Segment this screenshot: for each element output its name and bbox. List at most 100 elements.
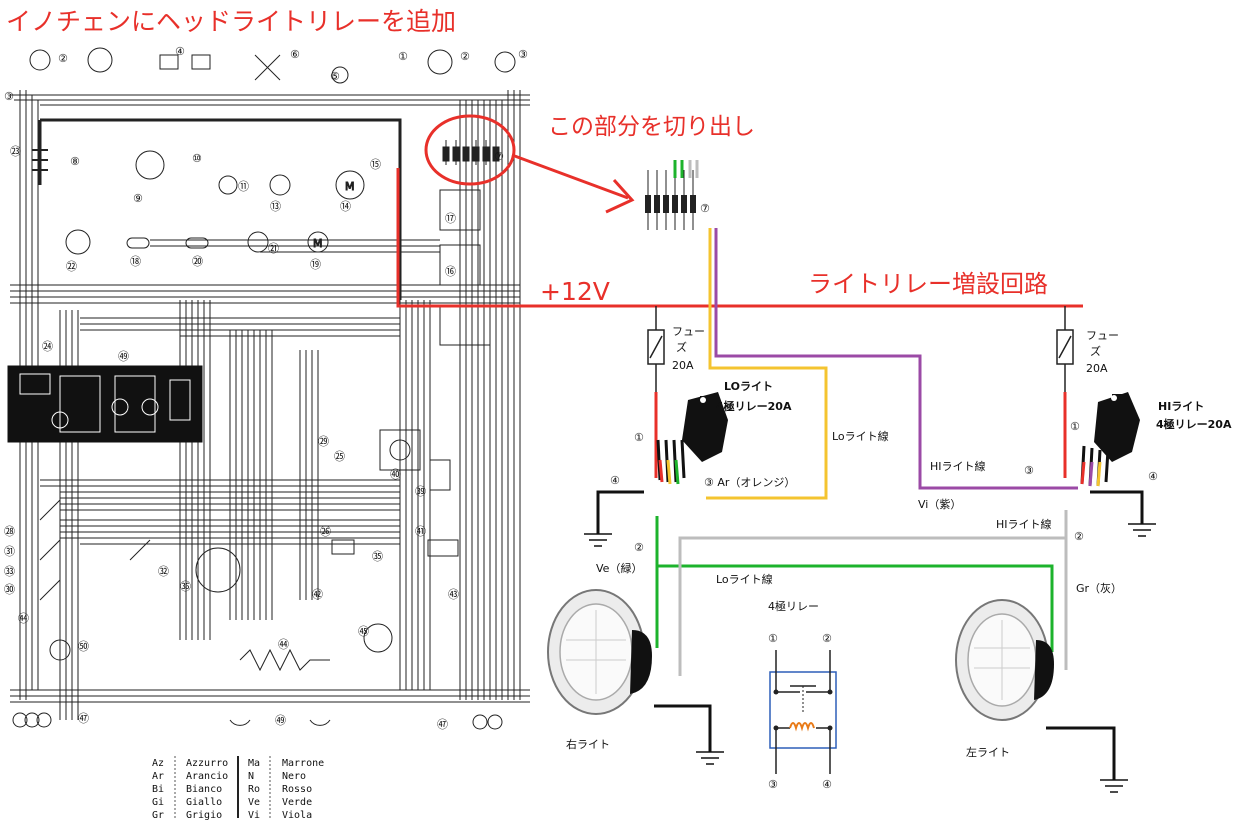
- ground-symbol: [584, 533, 612, 547]
- fusebox-7: [442, 140, 500, 165]
- component-number: ⑱: [130, 255, 141, 268]
- lo-fuse: フュー ズ 20A: [647, 306, 705, 392]
- vi-wire-label: Vi（紫）: [918, 498, 961, 511]
- legend-name: Arancio: [186, 771, 228, 782]
- component-number: ③: [518, 48, 528, 61]
- component-number: ㉟: [372, 550, 383, 563]
- ground-symbol: [1128, 523, 1156, 537]
- component-number: ㉖: [320, 525, 331, 538]
- legend-name: Giallo: [186, 797, 222, 808]
- component-number-labels: ② ③ ④ ⑥ ⑤ ① ② ③ ㉓ ⑧ ⑨ ⑩ ⑪ ⑬ ⑭ ⑮ ⑦ ⑰ ⑯ ㉒ …: [4, 45, 528, 731]
- legend-name: Bianco: [186, 784, 222, 795]
- legend-name: Rosso: [282, 784, 312, 795]
- component-number: ㊼: [437, 718, 448, 731]
- lo-relay-title: LOライト: [724, 380, 773, 393]
- legend-name: Verde: [282, 797, 312, 808]
- component-number: ⑳: [192, 255, 203, 268]
- relay-symbol-pin4: ④: [822, 778, 832, 791]
- right-light-ground-wire: [654, 704, 712, 752]
- component-number: ⑥: [290, 48, 300, 61]
- page-title: イノチェンにヘッドライトリレーを追加: [6, 7, 456, 36]
- component-number: ㉒: [66, 260, 77, 273]
- component-number: ㉝: [4, 565, 15, 578]
- legend-code: Gi: [152, 797, 164, 808]
- component-number: ㉕: [334, 450, 345, 463]
- component-number: ③: [4, 90, 14, 103]
- callout-arrow: [511, 153, 629, 200]
- instrument-panel: [7, 365, 203, 443]
- cutout-highlight-ellipse: [424, 114, 516, 186]
- component-number: ㊺: [358, 625, 369, 638]
- left-light-ground-wire: [1046, 726, 1116, 780]
- component-number: ①: [398, 50, 408, 63]
- hi-relay-title: HIライト: [1158, 400, 1204, 413]
- component-number: ⑰: [445, 212, 456, 225]
- hi-wire-label-2: HIライト線: [996, 517, 1052, 531]
- legend-name: Marrone: [282, 758, 324, 769]
- hi-relay-pin2-label: ②: [1074, 530, 1084, 543]
- lo-relay-sub: 4極リレー20A: [716, 399, 792, 413]
- hi-relay-pin1-label: ①: [1070, 420, 1080, 433]
- legend-code: Ar: [152, 771, 164, 782]
- callout-arrowhead: [605, 178, 635, 214]
- legend-code: Az: [152, 758, 164, 769]
- component-number: ㊾: [275, 714, 286, 727]
- left-headlight: 左ライト: [955, 599, 1128, 793]
- svg-text:M: M: [313, 237, 323, 250]
- ve-green-wire-right: [657, 564, 1054, 652]
- component-number: ㉛: [4, 545, 15, 558]
- hi-light-wire: [714, 228, 1078, 490]
- component-number: ⑩: [192, 152, 202, 165]
- fuse-rating: 20A: [1086, 362, 1108, 375]
- component-number: ⑪: [238, 180, 249, 193]
- harness-vertical: [19, 90, 521, 720]
- hi-relay-pin3-label: ③: [1024, 464, 1034, 477]
- fuse-rating: 20A: [672, 359, 694, 372]
- lo-relay: LOライト 4極リレー20A: [656, 380, 792, 485]
- lo-wire-label: Loライト線: [832, 429, 889, 443]
- cutout-fusebox: ⑦: [645, 160, 710, 230]
- relay-symbol: 4極リレー ① ② ③ ④: [768, 599, 837, 791]
- component-number: ㊸: [448, 588, 459, 601]
- hi-relay-ground-wire: [1090, 490, 1144, 524]
- component-number: ㊵: [390, 468, 401, 481]
- lo-relay-pin4-label: ④: [610, 474, 620, 487]
- right-light-label: 右ライト: [566, 737, 610, 751]
- component-number: ㊷: [312, 588, 323, 601]
- component-number: ⑦: [494, 150, 504, 163]
- gr-wire-label: Gr（灰）: [1076, 581, 1122, 595]
- legend-code: Vi: [248, 810, 260, 821]
- component-number: ②: [460, 50, 470, 63]
- legend-name: Azzurro: [186, 758, 228, 769]
- components: M M: [12, 47, 516, 730]
- component-number: ㊿: [78, 640, 89, 653]
- fuse-label: フュー: [1086, 329, 1119, 342]
- component-number: ㉜: [158, 565, 169, 578]
- left-light-label: 左ライト: [966, 746, 1010, 759]
- component-number: ⑯: [445, 265, 456, 278]
- legend-code: Ma: [248, 758, 260, 769]
- fuse-label: フュー: [672, 325, 705, 338]
- component-number: ㉔: [42, 340, 53, 353]
- fusebox-number: ⑦: [700, 202, 710, 215]
- relay-symbol-pin3: ③: [768, 778, 778, 791]
- component-number: ㉚: [4, 583, 15, 596]
- hi-relay-sub: 4極リレー20A: [1156, 417, 1232, 431]
- relay-symbol-pin1: ①: [768, 632, 778, 645]
- component-number: ㉘: [4, 525, 15, 538]
- ar-wire-label: ③ Ar（オレンジ）: [704, 476, 795, 489]
- original-schematic: M M: [7, 47, 530, 730]
- hi-relay-pin4-label: ④: [1148, 470, 1158, 483]
- component-number: ㊼: [78, 712, 89, 725]
- component-number: ⑲: [310, 258, 321, 271]
- hi-wire-label: HIライト線: [930, 459, 986, 473]
- hi-fuse: フュー ズ 20A: [1056, 306, 1119, 392]
- plus12v-wire: [396, 168, 1083, 308]
- component-number: ⑧: [70, 155, 80, 168]
- fuse-label: ズ: [1090, 344, 1101, 358]
- harness-horizontal: [10, 94, 530, 703]
